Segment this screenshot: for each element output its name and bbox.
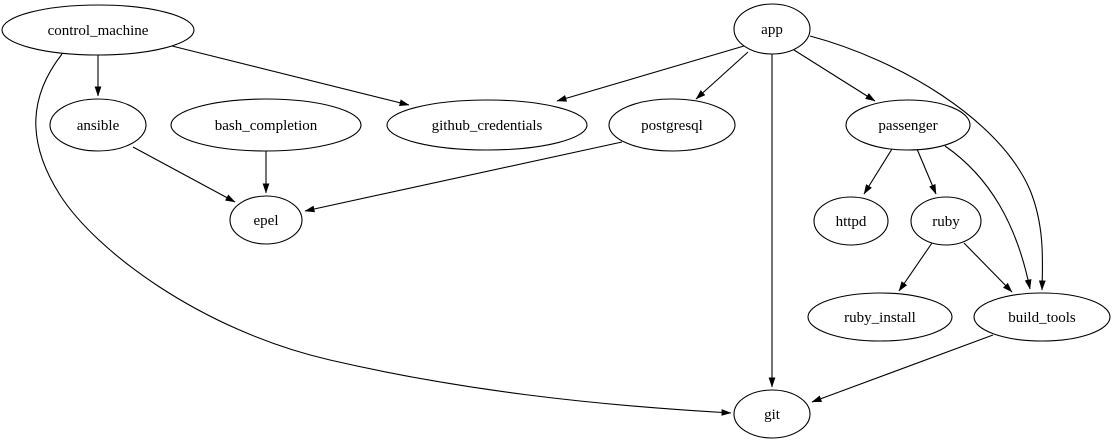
node-label-ruby_install: ruby_install — [844, 310, 916, 326]
node-postgresql: postgresql — [608, 98, 736, 152]
node-ellipse-git — [733, 389, 811, 439]
node-label-httpd: httpd — [836, 214, 867, 230]
edges-layer — [35, 35, 1046, 416]
node-control_machine: control_machine — [1, 4, 195, 56]
edge-postgresql-to-epel — [304, 141, 623, 213]
node-ellipse-github_credentials — [386, 99, 588, 151]
node-label-ruby: ruby — [932, 214, 960, 230]
edge-ruby-to-build_tools — [963, 242, 1013, 293]
node-ellipse-httpd — [813, 196, 889, 246]
node-label-ansible: ansible — [77, 118, 120, 134]
node-label-postgresql: postgresql — [641, 118, 703, 134]
node-ellipse-epel — [229, 195, 303, 245]
edge-app-to-github_credentials — [556, 45, 745, 102]
edge-control_machine-to-git — [35, 53, 732, 416]
node-epel: epel — [229, 195, 303, 245]
node-ellipse-control_machine — [1, 4, 195, 56]
node-ruby: ruby — [910, 196, 982, 246]
node-ellipse-ruby — [910, 196, 982, 246]
node-github_credentials: github_credentials — [386, 99, 588, 151]
node-passenger: passenger — [845, 99, 971, 151]
edge-app-to-build_tools — [809, 35, 1046, 291]
node-ellipse-bash_completion — [170, 98, 362, 152]
node-app: app — [733, 3, 811, 55]
node-ellipse-ansible — [49, 98, 147, 152]
node-ellipse-postgresql — [608, 98, 736, 152]
node-label-build_tools: build_tools — [1008, 310, 1076, 326]
node-git: git — [733, 389, 811, 439]
node-label-passenger: passenger — [878, 118, 937, 134]
node-ansible: ansible — [49, 98, 147, 152]
edge-app-to-postgresql — [695, 51, 749, 100]
edge-passenger-to-build_tools — [944, 145, 1032, 290]
node-ellipse-build_tools — [973, 292, 1111, 342]
node-ellipse-passenger — [845, 99, 971, 151]
node-bash_completion: bash_completion — [170, 98, 362, 152]
edge-control_machine-to-github_credentials — [171, 45, 410, 107]
edge-passenger-to-ruby — [916, 148, 937, 195]
edge-passenger-to-httpd — [863, 148, 893, 195]
node-httpd: httpd — [813, 196, 889, 246]
node-label-app: app — [761, 22, 783, 38]
node-label-control_machine: control_machine — [48, 23, 149, 39]
node-label-bash_completion: bash_completion — [215, 118, 318, 134]
node-build_tools: build_tools — [973, 292, 1111, 342]
node-label-epel: epel — [254, 213, 279, 229]
nodes-layer: control_machine app ansible bash_completion… — [1, 3, 1111, 439]
edge-ansible-to-epel — [132, 146, 236, 203]
node-ellipse-ruby_install — [807, 292, 953, 342]
node-ellipse-app — [733, 3, 811, 55]
node-ruby_install: ruby_install — [807, 292, 953, 342]
edge-ruby-to-ruby_install — [898, 242, 933, 292]
edge-app-to-passenger — [793, 49, 876, 102]
edge-build_tools-to-git — [811, 334, 994, 403]
node-label-github_credentials: github_credentials — [432, 118, 543, 134]
node-label-git: git — [764, 407, 781, 423]
